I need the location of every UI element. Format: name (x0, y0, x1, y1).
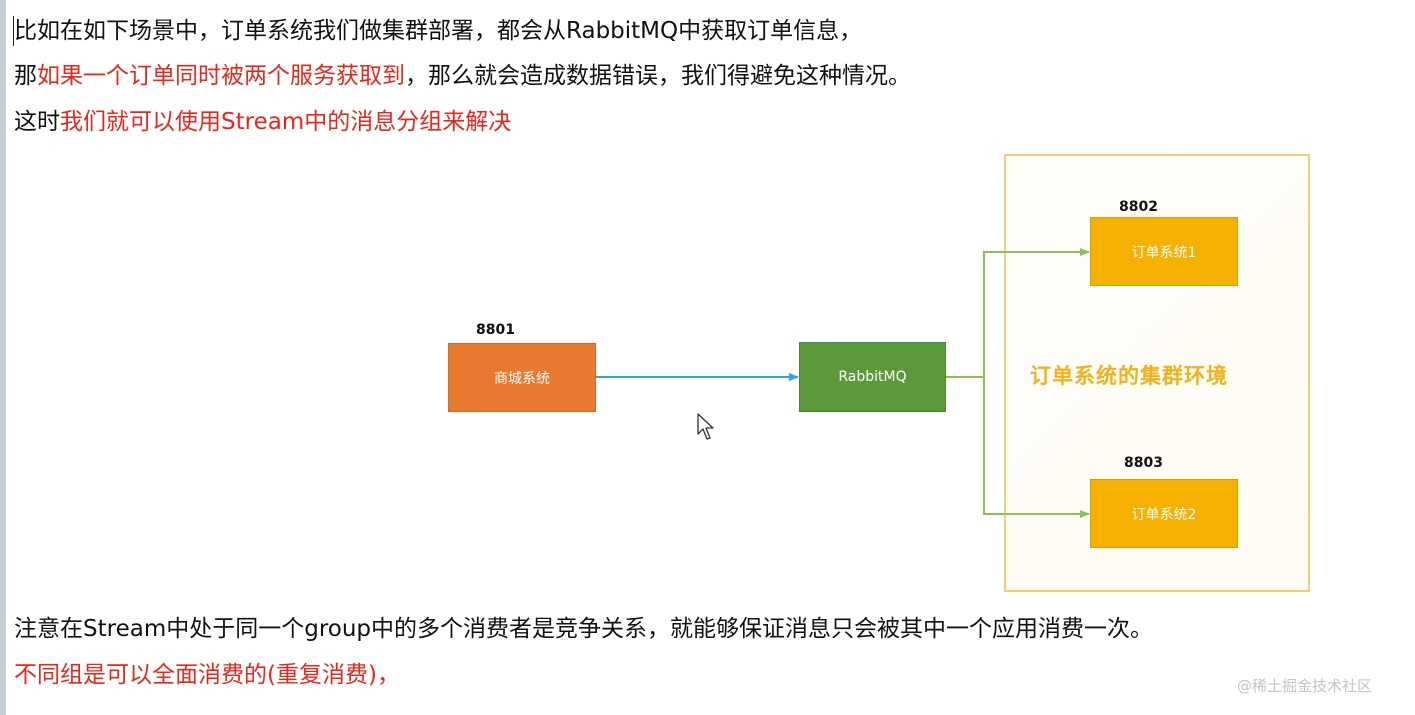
intro-line-1-text: 比如在如下场景中，订单系统我们做集群部署，都会从RabbitMQ中获取订单信息， (14, 18, 863, 44)
mouse-pointer-icon (697, 413, 714, 440)
order-system-1-label: 订单系统1 (1131, 244, 1197, 261)
text-caret (13, 16, 14, 46)
note-line-1: 注意在Stream中处于同一个group中的多个消费者是竞争关系，就能够保证消息… (14, 613, 1153, 645)
arrow-rabbitmq-to-order1 (946, 248, 1090, 378)
intro-line-2-highlight: 如果一个订单同时被两个服务获取到 (37, 63, 405, 89)
watermark: @稀土掘金技术社区 (1237, 677, 1373, 695)
intro-line-2: 那如果一个订单同时被两个服务获取到，那么就会造成数据错误，我们得避免这种情况。 (14, 60, 911, 92)
note-line-2: 不同组是可以全面消费的(重复消费)， (14, 659, 400, 691)
note-line-2-text: 不同组是可以全面消费的(重复消费)， (14, 662, 400, 688)
order-system-2-node: 订单系统2 (1090, 479, 1238, 548)
intro-line-3-prefix: 这时 (14, 109, 60, 135)
window-left-edge (0, 0, 6, 715)
cluster-label: 订单系统的集群环境 (1030, 364, 1228, 388)
intro-line-3: 这时我们就可以使用Stream中的消息分组来解决 (14, 106, 511, 138)
rabbitmq-label: RabbitMQ (838, 369, 907, 385)
rabbitmq-node: RabbitMQ (799, 342, 946, 412)
intro-line-2-suffix: ，那么就会造成数据错误，我们得避免这种情况。 (405, 63, 911, 89)
mall-port-label: 8801 (476, 322, 515, 338)
intro-line-1: 比如在如下场景中，订单系统我们做集群部署，都会从RabbitMQ中获取订单信息， (14, 15, 862, 47)
intro-line-3-highlight: 我们就可以使用Stream中的消息分组来解决 (60, 109, 512, 135)
intro-line-2-prefix: 那 (14, 63, 37, 89)
arrow-rabbitmq-to-order2 (983, 377, 1090, 518)
mall-system-label: 商城系统 (494, 370, 550, 387)
order-system-2-label: 订单系统2 (1131, 506, 1197, 523)
note-line-1-text: 注意在Stream中处于同一个group中的多个消费者是竞争关系，就能够保证消息… (14, 616, 1154, 642)
order2-port-label: 8803 (1124, 455, 1163, 471)
mall-system-node: 商城系统 (448, 343, 596, 412)
order-system-1-node: 订单系统1 (1090, 217, 1238, 286)
order1-port-label: 8802 (1119, 199, 1158, 215)
